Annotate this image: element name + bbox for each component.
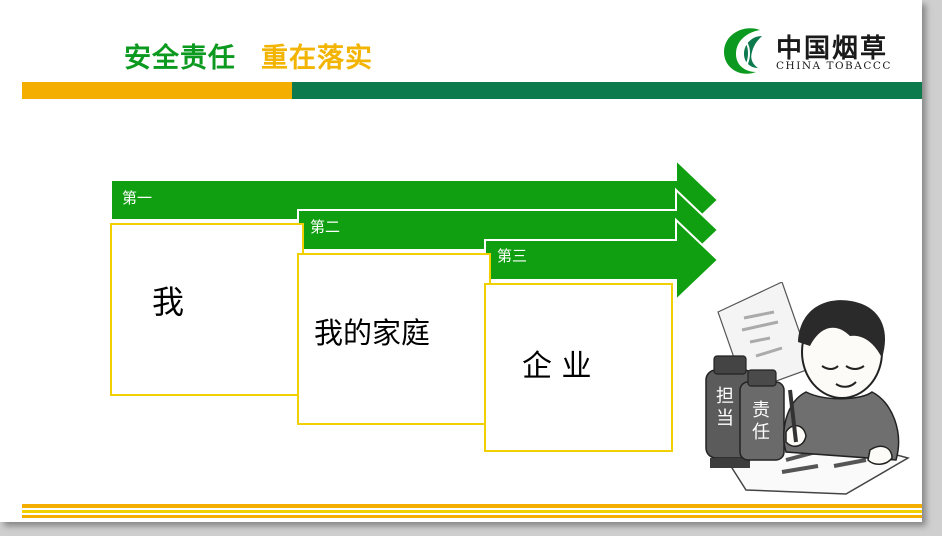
step-3-box: 企 业 (484, 283, 673, 452)
footer-stripe-3 (22, 515, 922, 518)
logo-english-text: CHINA TOBACCC (776, 60, 892, 72)
slide-title-part2: 重在落实 (261, 43, 373, 74)
step-1-box: 我 (110, 223, 304, 396)
step-3-content: 企 业 (522, 349, 592, 384)
studying-person-illustration: 担当 责任 (686, 281, 922, 504)
logo-chinese-text: 中国烟草 (776, 34, 889, 64)
china-tobacco-logo: 中国烟草 CHINA TOBACCC (716, 22, 916, 80)
step-2-label: 第二 (310, 218, 341, 236)
slide-title-part1: 安全责任 (124, 43, 236, 74)
step-3-label: 第三 (497, 247, 528, 265)
bottle-label-2: 责任 (752, 400, 770, 443)
footer-stripe-1 (22, 504, 922, 508)
step-arrows (111, 160, 720, 303)
step-2-box: 我的家庭 (297, 253, 491, 425)
footer-stripe-2 (22, 510, 922, 513)
tobacco-leaf-icon (724, 28, 762, 74)
bottle-label-1: 担当 (716, 386, 734, 429)
step-1-label: 第一 (122, 189, 153, 207)
step-2-content: 我的家庭 (314, 316, 431, 350)
header-bar-orange (22, 82, 292, 99)
step-1-content: 我 (152, 283, 185, 321)
arrow-step-3 (484, 217, 720, 303)
slide: 安全责任 重在落实 中国烟草 CHINA TOBACCC 第一 我 第二 我的家… (0, 0, 922, 522)
header-bar-green (292, 82, 922, 99)
